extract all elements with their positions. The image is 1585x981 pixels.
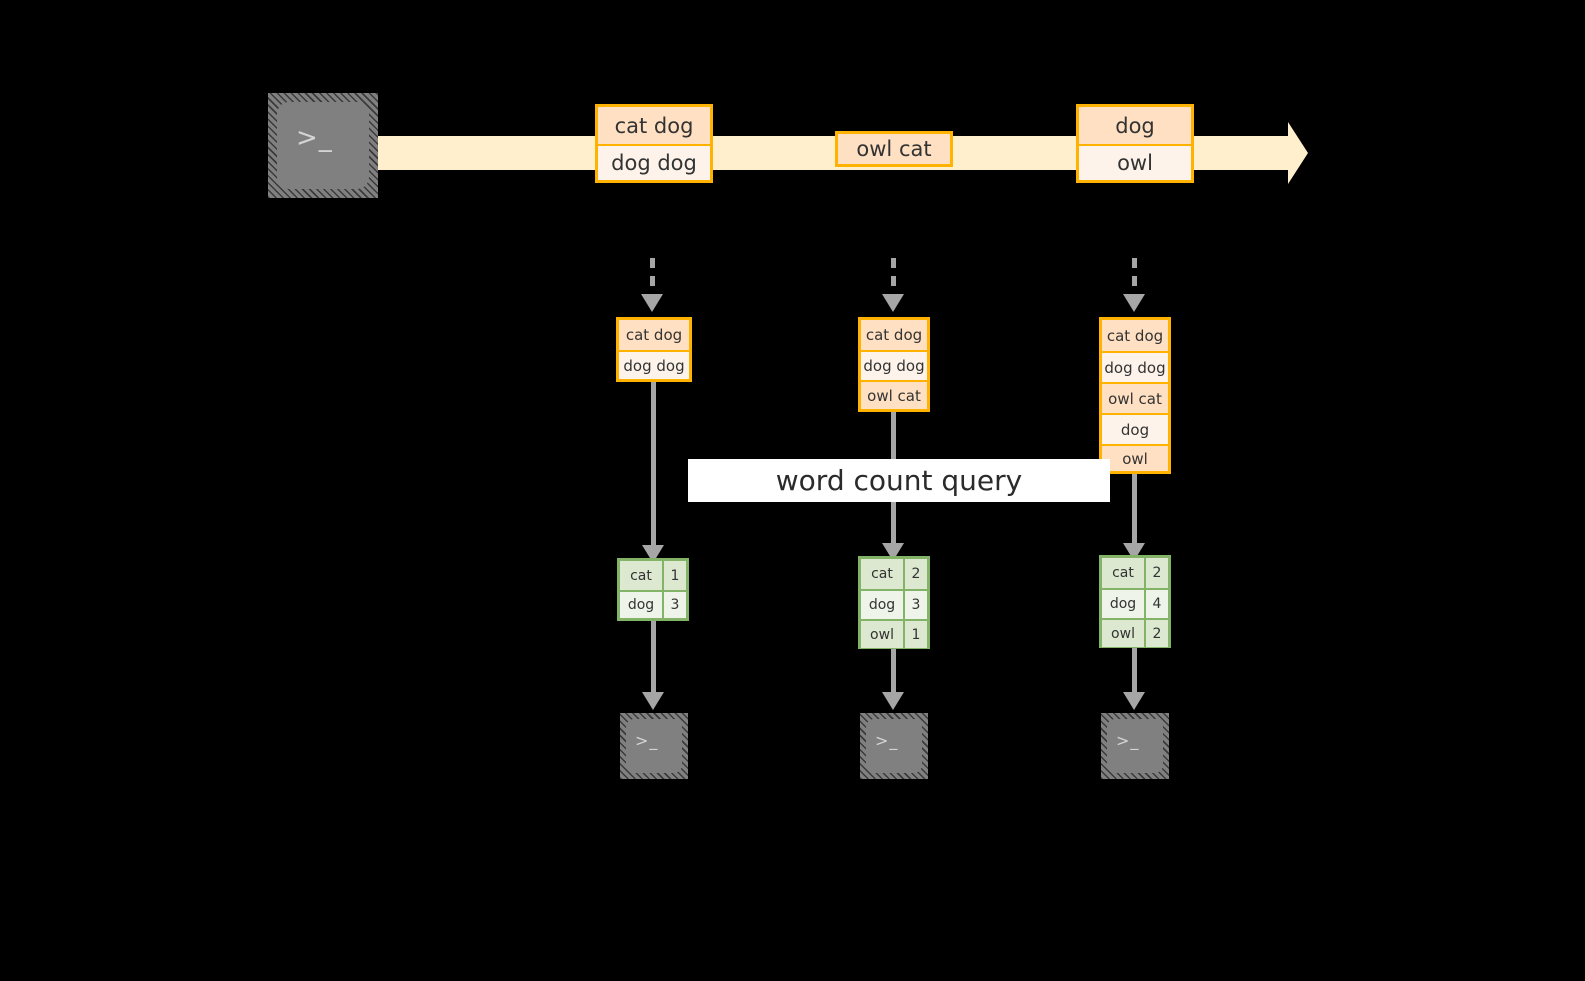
stream-batch-3[interactable]: dog owl [1076, 104, 1194, 183]
result-table-2-row-3-count: 1 [905, 621, 927, 648]
result-table-3-row-1-count: 2 [1146, 558, 1168, 588]
query-label: word count query [688, 459, 1110, 502]
result-table-3-row-2-count: 4 [1146, 590, 1168, 618]
input-table-2[interactable]: cat dog dog dog owl cat [858, 317, 930, 412]
stream-batch-1-line-2: dog dog [598, 144, 710, 180]
input-table-2-row-2: dog dog [861, 350, 927, 380]
sink-terminal-icon-1[interactable]: >_ [620, 713, 688, 779]
stream-batch-3-line-1: dog [1079, 107, 1191, 144]
query-arrow-line-3 [1132, 474, 1137, 547]
trigger-arrowhead-2 [882, 294, 904, 312]
input-table-2-row-3: owl cat [861, 380, 927, 409]
result-table-3-row-1-word: cat [1102, 558, 1146, 588]
input-table-1[interactable]: cat dog dog dog [616, 317, 692, 382]
terminal-screen [866, 719, 922, 773]
result-table-3-row-3: owl 2 [1102, 618, 1168, 647]
result-table-2[interactable]: cat 2 dog 3 owl 1 [858, 556, 930, 649]
stream-batch-3-line-2: owl [1079, 144, 1191, 180]
sink-arrow-line-2 [891, 649, 896, 696]
input-table-3-row-3: owl cat [1102, 382, 1168, 413]
result-table-3[interactable]: cat 2 dog 4 owl 2 [1099, 555, 1171, 648]
sink-arrowhead-3 [1123, 692, 1145, 710]
terminal-screen [277, 102, 369, 189]
stream-batch-1-line-1: cat dog [598, 107, 710, 144]
result-table-1[interactable]: cat 1 dog 3 [617, 558, 689, 621]
stream-batch-2-line-1: owl cat [838, 134, 950, 164]
result-table-3-row-3-word: owl [1102, 620, 1146, 647]
result-table-2-row-2: dog 3 [861, 589, 927, 619]
result-table-3-row-3-count: 2 [1146, 620, 1168, 647]
terminal-screen [1107, 719, 1163, 773]
trigger-arrowhead-1 [641, 294, 663, 312]
input-table-3[interactable]: cat dog dog dog owl cat dog owl [1099, 317, 1171, 474]
result-table-2-row-1-word: cat [861, 559, 905, 589]
result-table-3-row-2-word: dog [1102, 590, 1146, 618]
terminal-prompt-label: >_ [296, 123, 333, 153]
input-table-3-row-5: owl [1102, 444, 1168, 471]
terminal-screen [626, 719, 682, 773]
query-arrow-line-1 [651, 382, 656, 549]
trigger-dashed-line-2 [891, 258, 896, 296]
result-table-1-row-1-count: 1 [664, 561, 686, 590]
result-table-2-row-1-count: 2 [905, 559, 927, 589]
input-table-2-row-1: cat dog [861, 320, 927, 350]
result-table-1-row-2-word: dog [620, 592, 664, 618]
result-table-2-row-2-count: 3 [905, 591, 927, 619]
input-table-3-row-2: dog dog [1102, 351, 1168, 382]
stream-batch-1[interactable]: cat dog dog dog [595, 104, 713, 183]
input-table-1-row-2: dog dog [619, 350, 689, 379]
sink-terminal-icon-2[interactable]: >_ [860, 713, 928, 779]
sink-terminal-icon-3[interactable]: >_ [1101, 713, 1169, 779]
result-table-2-row-2-word: dog [861, 591, 905, 619]
input-table-3-row-4: dog [1102, 413, 1168, 444]
sink-arrow-line-3 [1132, 648, 1137, 696]
terminal-prompt-label: >_ [875, 731, 899, 750]
input-table-3-row-1: cat dog [1102, 320, 1168, 351]
trigger-arrowhead-3 [1123, 294, 1145, 312]
terminal-prompt-label: >_ [1116, 731, 1140, 750]
result-table-1-row-1: cat 1 [620, 561, 686, 590]
source-terminal-icon[interactable]: >_ [268, 93, 378, 198]
result-table-1-row-2-count: 3 [664, 592, 686, 618]
sink-arrow-line-1 [651, 621, 656, 696]
terminal-prompt-label: >_ [635, 731, 659, 750]
trigger-dashed-line-1 [650, 258, 655, 296]
result-table-3-row-1: cat 2 [1102, 558, 1168, 588]
result-table-1-row-1-word: cat [620, 561, 664, 590]
result-table-3-row-2: dog 4 [1102, 588, 1168, 618]
result-table-2-row-3: owl 1 [861, 619, 927, 648]
stream-batch-2[interactable]: owl cat [835, 131, 953, 167]
trigger-dashed-line-3 [1132, 258, 1137, 296]
stream-arrowhead [1288, 122, 1308, 184]
sink-arrowhead-2 [882, 692, 904, 710]
result-table-2-row-3-word: owl [861, 621, 905, 648]
result-table-2-row-1: cat 2 [861, 559, 927, 589]
input-table-1-row-1: cat dog [619, 320, 689, 350]
result-table-1-row-2: dog 3 [620, 590, 686, 618]
sink-arrowhead-1 [642, 692, 664, 710]
